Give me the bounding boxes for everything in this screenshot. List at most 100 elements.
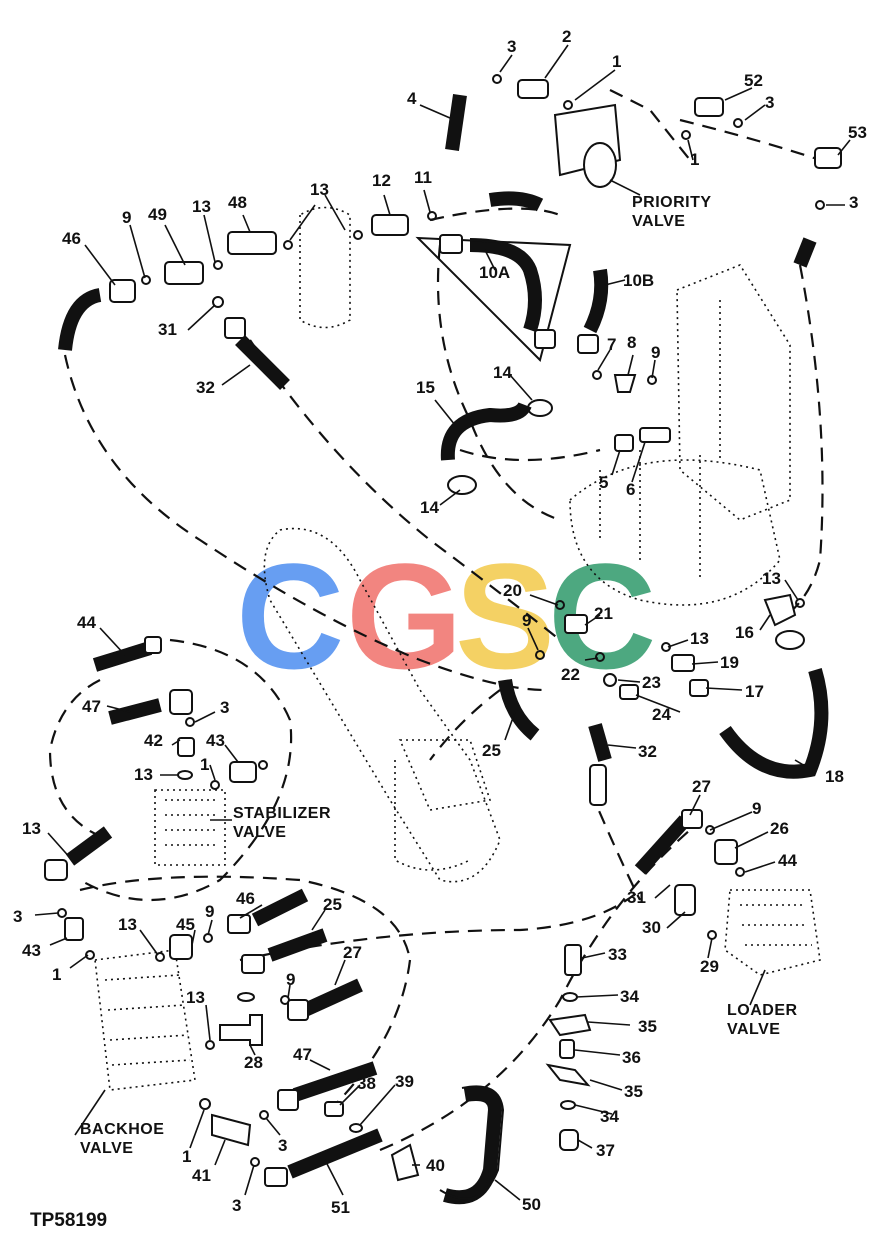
watermark-letter: G [346, 532, 463, 700]
loader-valve-label: LOADER [727, 1002, 798, 1019]
callout-number: 33 [608, 945, 627, 964]
callout-number: 25 [482, 741, 501, 760]
callout-number: 52 [744, 71, 763, 90]
callout-number: 50 [522, 1195, 541, 1214]
hose-routes [48, 89, 824, 1152]
callout-number: 12 [372, 171, 391, 190]
callout-number: 46 [236, 889, 255, 908]
callout-number: 14 [493, 363, 512, 382]
callout-number: 29 [700, 957, 719, 976]
fittings [44, 74, 842, 1187]
callout-number: 19 [720, 653, 739, 672]
callout-number: 34 [620, 987, 639, 1006]
callout-number: 9 [205, 902, 214, 921]
callout-number: 31 [158, 320, 177, 339]
callout-number: 25 [323, 895, 342, 914]
callout-number: 44 [77, 613, 96, 632]
callout-number: 43 [22, 941, 41, 960]
callout-number: 1 [200, 755, 209, 774]
callout-number: 26 [770, 819, 789, 838]
callout-number: 27 [692, 777, 711, 796]
callout-number: 22 [561, 665, 580, 684]
callout-number: 39 [395, 1072, 414, 1091]
callout-number: 44 [778, 851, 797, 870]
callout-number: 21 [594, 604, 613, 623]
callout-number: 13 [134, 765, 153, 784]
callout-number: 1 [182, 1147, 191, 1166]
callout-number: 9 [651, 343, 660, 362]
callout-number: 15 [416, 378, 435, 397]
callout-number: 53 [848, 123, 867, 142]
callout-number: 46 [62, 229, 81, 248]
callout-number: 34 [600, 1107, 619, 1126]
callout-number: 9 [522, 611, 531, 630]
callout-number: 24 [652, 705, 671, 724]
priority-valve-label: VALVE [632, 213, 685, 230]
callout-number: 3 [849, 193, 858, 212]
callout-number: 5 [599, 473, 608, 492]
watermark-letter: C [236, 532, 344, 700]
stabilizer-valve-label: STABILIZER [233, 805, 331, 822]
callout-number: 3 [232, 1196, 241, 1215]
callout-number: 48 [228, 193, 247, 212]
callout-number: 7 [607, 335, 616, 354]
backhoe-valve-label: VALVE [80, 1140, 133, 1157]
callout-number: 30 [642, 918, 661, 937]
figure-code: TP58199 [30, 1210, 107, 1231]
callout-number: 13 [118, 915, 137, 934]
callout-number: 32 [638, 742, 657, 761]
callout-number: 2 [562, 27, 571, 46]
callouts: 3 2 1 52 3 4 53 1 3 12 11 13 48 13 49 9 … [13, 27, 867, 1217]
callout-number: 32 [196, 378, 215, 397]
callout-number: 37 [596, 1141, 615, 1160]
callout-number: 3 [278, 1136, 287, 1155]
callout-number: 36 [622, 1048, 641, 1067]
callout-number: 42 [144, 731, 163, 750]
callout-number: 8 [627, 333, 636, 352]
component-labels: PRIORITY VALVE STABILIZER VALVE LOADER V… [80, 194, 798, 1157]
callout-number: 3 [220, 698, 229, 717]
watermark-letter: S [455, 532, 555, 700]
callout-number: 47 [293, 1045, 312, 1064]
callout-number: 31 [627, 888, 646, 907]
leader-lines [34, 44, 851, 1201]
callout-number: 13 [310, 180, 329, 199]
callout-number: 13 [186, 988, 205, 1007]
callout-number: 1 [612, 52, 621, 71]
callout-number: 14 [420, 498, 439, 517]
callout-number: 9 [286, 970, 295, 989]
machine-outline [94, 206, 821, 1091]
callout-number: 1 [690, 150, 699, 169]
hoses [58, 93, 829, 1205]
callout-number: 9 [122, 208, 131, 227]
callout-number: 1 [52, 965, 61, 984]
callout-number: 20 [503, 581, 522, 600]
callout-number: 40 [426, 1156, 445, 1175]
callout-number: 6 [626, 480, 635, 499]
callout-number: 10A [479, 263, 510, 282]
callout-number: 18 [825, 767, 844, 786]
callout-number: 4 [407, 89, 417, 108]
callout-number: 51 [331, 1198, 350, 1217]
callout-number: 23 [642, 673, 661, 692]
callout-number: 28 [244, 1053, 263, 1072]
callout-number: 45 [176, 915, 195, 934]
backhoe-valve-label: BACKHOE [80, 1121, 164, 1138]
callout-number: 27 [343, 943, 362, 962]
priority-valve-label: PRIORITY [632, 194, 712, 211]
watermark: C G S C [236, 532, 656, 700]
callout-number: 13 [192, 197, 211, 216]
callout-number: 3 [765, 93, 774, 112]
callout-number: 11 [414, 168, 432, 187]
callout-number: 9 [752, 799, 761, 818]
callout-number: 13 [690, 629, 709, 648]
callout-number: 41 [192, 1166, 211, 1185]
callout-number: 17 [745, 682, 764, 701]
callout-number: 10B [623, 271, 654, 290]
callout-number: 35 [638, 1017, 657, 1036]
callout-number: 49 [148, 205, 167, 224]
callout-number: 3 [507, 37, 516, 56]
callout-number: 47 [82, 697, 101, 716]
callout-number: 35 [624, 1082, 643, 1101]
